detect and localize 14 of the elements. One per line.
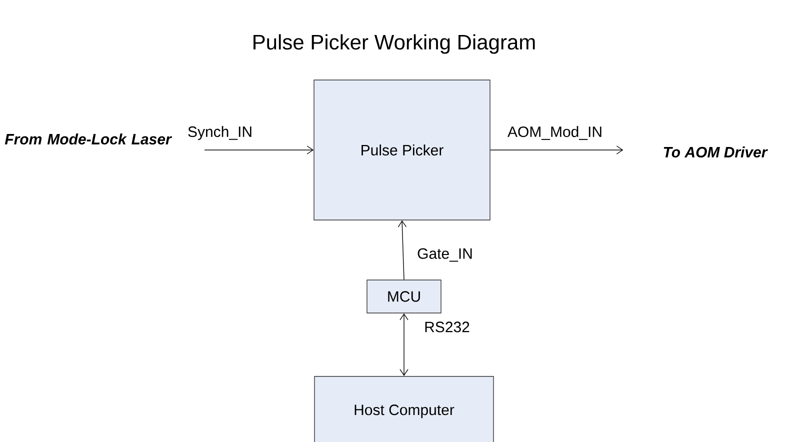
target-label: To AOM Driver — [664, 146, 768, 158]
block-box: Pulse Picker — [314, 80, 490, 220]
edge-label: RS232 — [423, 320, 471, 334]
edge-label: Synch_IN — [186, 125, 254, 141]
arrow — [398, 220, 407, 280]
edge-label: Gate_IN — [416, 247, 474, 263]
arrow — [400, 313, 408, 376]
source-label: From Mode-Lock Laser — [4, 133, 172, 144]
block-box: Host Computer — [314, 376, 494, 442]
edge-label: AOM_Mod_IN — [506, 125, 604, 141]
arrow — [490, 146, 624, 154]
block-box: MCU — [366, 280, 442, 314]
title: Pulse Picker Working Diagram — [254, 34, 535, 54]
arrow — [204, 146, 314, 154]
